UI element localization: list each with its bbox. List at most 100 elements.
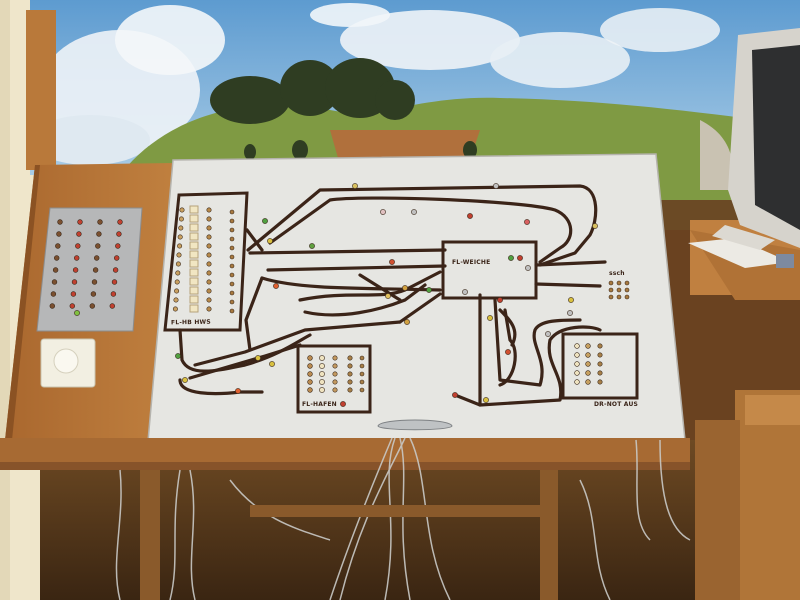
toggle-switch[interactable] <box>51 279 58 285</box>
push-button[interactable] <box>307 355 313 361</box>
push-button[interactable] <box>172 306 178 312</box>
push-button[interactable] <box>347 355 353 361</box>
push-button[interactable] <box>597 361 603 367</box>
aux-plate-buttons[interactable] <box>49 219 123 316</box>
toggle-switch[interactable] <box>96 231 102 237</box>
push-button[interactable] <box>359 387 365 393</box>
toggle-switch[interactable] <box>72 267 79 273</box>
toggle-switch[interactable] <box>73 255 80 261</box>
push-button[interactable] <box>174 288 180 294</box>
push-button[interactable] <box>319 363 325 369</box>
push-button[interactable] <box>206 234 212 240</box>
push-button[interactable] <box>206 279 212 285</box>
toggle-switch[interactable] <box>77 219 83 225</box>
push-button[interactable] <box>332 387 338 393</box>
push-button[interactable] <box>319 387 325 393</box>
toggle-switch[interactable] <box>116 231 122 237</box>
toggle-switch[interactable] <box>91 279 98 285</box>
push-button[interactable] <box>585 352 591 358</box>
push-button[interactable] <box>229 245 235 251</box>
push-button[interactable] <box>206 270 212 276</box>
push-button[interactable] <box>597 379 603 385</box>
key-button[interactable] <box>189 241 199 250</box>
toggle-switch[interactable] <box>89 303 96 309</box>
toggle-switch[interactable] <box>70 291 77 297</box>
push-button[interactable] <box>176 252 182 258</box>
push-button[interactable] <box>574 379 580 385</box>
push-button[interactable] <box>206 243 212 249</box>
push-button[interactable] <box>206 306 212 312</box>
push-button[interactable] <box>585 343 591 349</box>
push-button[interactable] <box>608 280 614 286</box>
push-button[interactable] <box>624 287 630 293</box>
toggle-switch[interactable] <box>50 291 57 297</box>
push-button[interactable] <box>347 363 353 369</box>
push-button[interactable] <box>574 361 580 367</box>
push-button[interactable] <box>179 207 185 213</box>
push-button[interactable] <box>177 243 183 249</box>
push-button[interactable] <box>359 363 365 369</box>
push-button[interactable] <box>229 281 235 287</box>
push-button[interactable] <box>574 370 580 376</box>
push-button[interactable] <box>359 355 365 361</box>
push-button[interactable] <box>178 225 184 231</box>
push-button[interactable] <box>206 207 212 213</box>
push-button[interactable] <box>307 371 313 377</box>
toggle-switch[interactable] <box>69 303 76 309</box>
toggle-switch[interactable] <box>75 243 81 249</box>
toggle-switch[interactable] <box>90 291 97 297</box>
key-button[interactable] <box>189 232 199 241</box>
toggle-switch[interactable] <box>55 243 61 249</box>
push-button[interactable] <box>307 379 313 385</box>
push-button[interactable] <box>319 355 325 361</box>
toggle-switch[interactable] <box>52 267 59 273</box>
push-button[interactable] <box>319 371 325 377</box>
push-button[interactable] <box>177 234 183 240</box>
push-button[interactable] <box>319 379 325 385</box>
push-button[interactable] <box>206 252 212 258</box>
toggle-switch[interactable] <box>111 279 118 285</box>
push-button[interactable] <box>229 272 235 278</box>
push-button[interactable] <box>174 279 180 285</box>
push-button[interactable] <box>347 387 353 393</box>
toggle-switch[interactable] <box>71 279 78 285</box>
push-button[interactable] <box>229 299 235 305</box>
push-button[interactable] <box>359 371 365 377</box>
toggle-switch[interactable] <box>117 219 123 225</box>
push-button[interactable] <box>229 263 235 269</box>
push-button[interactable] <box>229 227 235 233</box>
toggle-switch[interactable] <box>97 219 103 225</box>
key-button[interactable] <box>189 205 199 214</box>
push-button[interactable] <box>332 371 338 377</box>
push-button[interactable] <box>597 343 603 349</box>
key-button[interactable] <box>189 268 199 277</box>
panel-buttons[interactable] <box>172 205 630 393</box>
key-button[interactable] <box>189 223 199 232</box>
push-button[interactable] <box>229 308 235 314</box>
push-button[interactable] <box>206 297 212 303</box>
toggle-switch[interactable] <box>113 255 120 261</box>
push-button[interactable] <box>624 294 630 300</box>
push-button[interactable] <box>178 216 184 222</box>
key-button[interactable] <box>189 286 199 295</box>
toggle-switch[interactable] <box>109 303 116 309</box>
toggle-switch[interactable] <box>76 231 82 237</box>
push-button[interactable] <box>597 352 603 358</box>
toggle-switch[interactable] <box>110 291 117 297</box>
key-button[interactable] <box>189 259 199 268</box>
push-button[interactable] <box>585 361 591 367</box>
push-button[interactable] <box>206 288 212 294</box>
push-button[interactable] <box>229 290 235 296</box>
push-button[interactable] <box>616 287 622 293</box>
toggle-switch[interactable] <box>95 243 101 249</box>
push-button[interactable] <box>175 270 181 276</box>
push-button[interactable] <box>616 280 622 286</box>
push-button[interactable] <box>206 225 212 231</box>
push-button[interactable] <box>585 370 591 376</box>
push-button[interactable] <box>347 371 353 377</box>
push-button[interactable] <box>574 343 580 349</box>
push-button[interactable] <box>307 387 313 393</box>
push-button[interactable] <box>307 363 313 369</box>
push-button[interactable] <box>229 209 235 215</box>
toggle-switch[interactable] <box>57 219 63 225</box>
